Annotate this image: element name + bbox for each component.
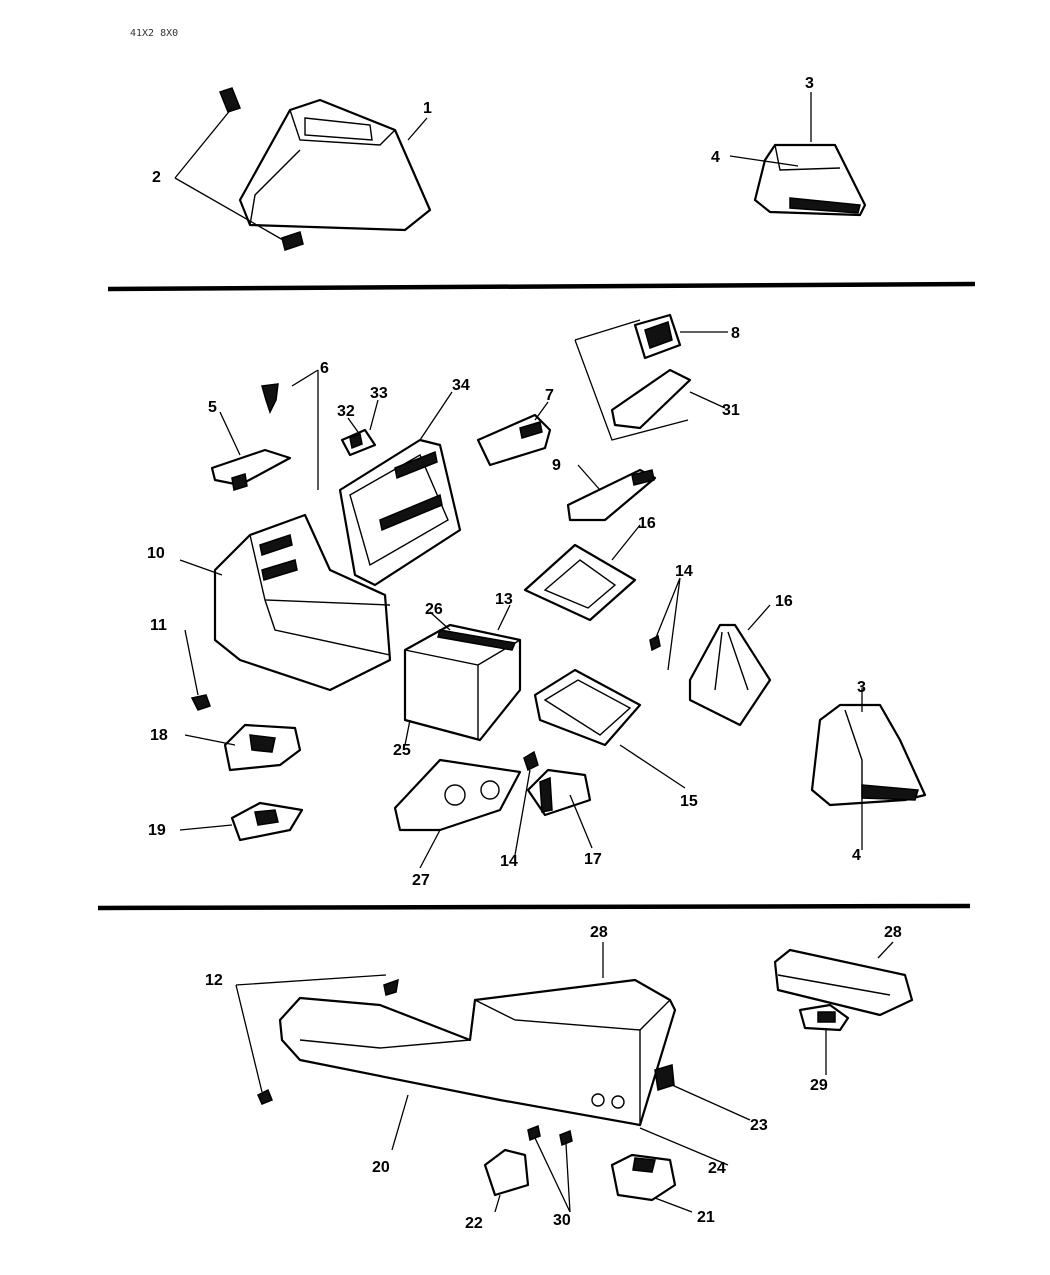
part-3-4-bracket-lower xyxy=(810,703,927,807)
callout-13: 13 xyxy=(495,591,513,608)
part-8-plug xyxy=(633,313,682,360)
leader-1 xyxy=(407,117,428,141)
section-2-leaders xyxy=(179,331,863,869)
part-17-hinge xyxy=(526,768,592,817)
callout-8: 8 xyxy=(731,325,740,342)
part-27-mount-plate xyxy=(393,758,522,832)
callout-26: 26 xyxy=(425,601,443,618)
part-12-screw-b xyxy=(257,1088,273,1105)
section-3-leaders xyxy=(235,941,894,1213)
section-divider-1 xyxy=(107,281,976,292)
callout-33: 33 xyxy=(370,385,388,402)
part-21-hinge xyxy=(610,1153,677,1202)
callout-28-pad: 28 xyxy=(884,924,902,941)
part-18-latch xyxy=(223,723,302,772)
callout-3-lower: 3 xyxy=(857,679,866,696)
part-10-console-base xyxy=(213,513,392,692)
callout-24: 24 xyxy=(708,1160,726,1177)
callout-5: 5 xyxy=(208,399,217,416)
drawing-code: 41X2 8X0 xyxy=(130,28,178,39)
part-22-bracket xyxy=(483,1148,530,1197)
callout-15: 15 xyxy=(680,793,698,810)
part-28-armrest-pad xyxy=(773,948,914,1017)
part-16-boot xyxy=(688,623,772,727)
part-15-bin xyxy=(533,668,642,747)
section-divider-2 xyxy=(97,903,971,911)
part-12-screw-a xyxy=(383,978,399,996)
part-13-compartment xyxy=(403,623,522,742)
callout-32: 32 xyxy=(337,403,355,420)
callout-28-console: 28 xyxy=(590,924,608,941)
callout-16-boot: 16 xyxy=(775,593,793,610)
callout-4-top: 4 xyxy=(711,149,720,166)
callout-3-top: 3 xyxy=(805,75,814,92)
callout-22: 22 xyxy=(465,1215,483,1232)
part-6-screw xyxy=(261,383,279,414)
part-7-switch xyxy=(476,413,552,467)
callout-11: 11 xyxy=(150,617,167,634)
part-9-module xyxy=(566,468,657,522)
part-5-bracket xyxy=(210,448,292,491)
callout-6: 6 xyxy=(320,360,329,377)
callout-18: 18 xyxy=(150,727,168,744)
callout-2: 2 xyxy=(152,169,161,186)
callout-34: 34 xyxy=(452,377,470,394)
callout-16-tray: 16 xyxy=(638,515,656,532)
callout-21: 21 xyxy=(697,1209,715,1226)
callout-20: 20 xyxy=(372,1159,390,1176)
part-16-tray-upper xyxy=(523,543,637,622)
part-34-panel xyxy=(338,438,462,587)
part-14-screw-a xyxy=(649,634,661,652)
callout-1: 1 xyxy=(423,100,432,117)
part-31-lamp-housing xyxy=(574,319,692,441)
callout-23: 23 xyxy=(750,1117,768,1134)
part-11-screw xyxy=(190,694,211,711)
callout-17: 17 xyxy=(584,851,602,868)
leader-4a xyxy=(729,155,799,167)
callout-7: 7 xyxy=(545,387,554,404)
callout-31: 31 xyxy=(722,402,740,419)
part-2-screws xyxy=(174,87,304,251)
part-14-screw-b xyxy=(523,750,539,772)
callout-29: 29 xyxy=(810,1077,828,1094)
callout-4-lower: 4 xyxy=(852,847,861,864)
part-1-shift-cover xyxy=(238,98,432,232)
part-19-latch-plate xyxy=(230,801,304,842)
callout-25: 25 xyxy=(393,742,411,759)
callout-10: 10 xyxy=(147,545,165,562)
callout-19: 19 xyxy=(148,822,166,839)
callout-30: 30 xyxy=(553,1212,571,1229)
part-20-console-assembly xyxy=(278,978,677,1127)
callout-27: 27 xyxy=(412,872,430,889)
part-3-4-bracket-top xyxy=(753,143,867,217)
part-32-33-clip xyxy=(340,428,377,457)
callout-14-lower: 14 xyxy=(500,853,518,870)
callout-12: 12 xyxy=(205,972,223,989)
callout-14-upper: 14 xyxy=(675,563,693,580)
callout-9: 9 xyxy=(552,457,561,474)
part-30-screws xyxy=(527,1124,573,1147)
part-29-bracket xyxy=(798,1003,850,1032)
